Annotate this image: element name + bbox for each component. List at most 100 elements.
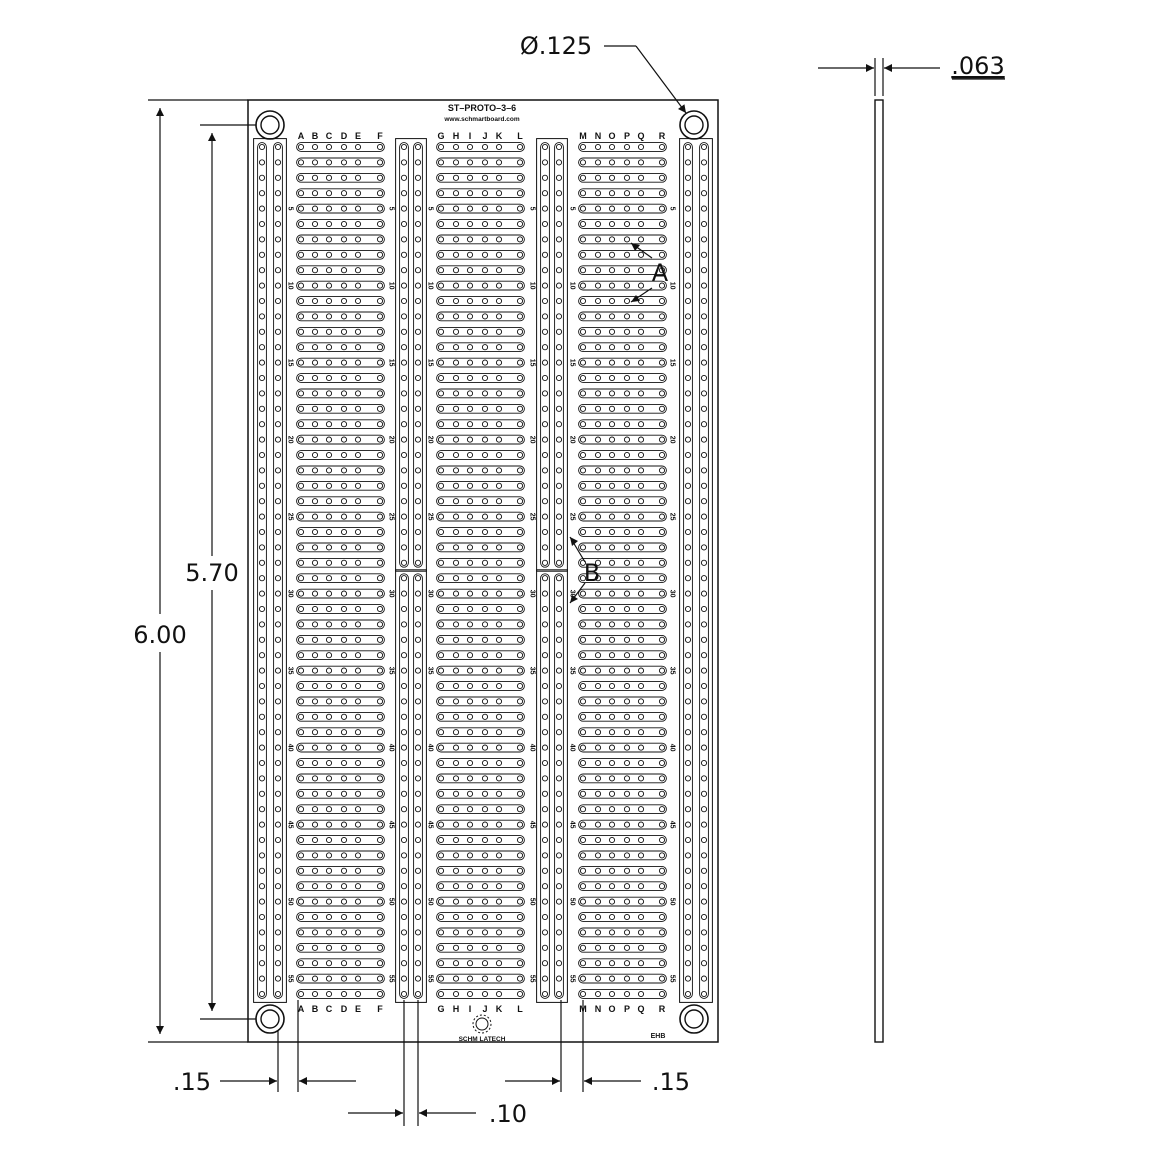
row-strip [296, 296, 385, 306]
pad [658, 451, 666, 459]
row-number: 40 [427, 744, 434, 752]
rail-pad [400, 174, 408, 181]
rail-pad [555, 405, 563, 412]
pad [297, 729, 305, 736]
pad [579, 513, 587, 520]
pad [608, 852, 616, 859]
pad [516, 852, 524, 859]
rail-pad [414, 759, 422, 767]
pad [481, 836, 489, 844]
pad [623, 528, 631, 536]
pad [325, 605, 333, 613]
row-strip [578, 804, 667, 815]
pad [297, 682, 305, 690]
pad [452, 867, 460, 874]
pad [481, 159, 489, 166]
pad [297, 236, 305, 243]
pad [466, 852, 474, 859]
pad [376, 975, 384, 982]
pad [297, 559, 305, 566]
pad [495, 621, 503, 628]
pad [340, 913, 348, 921]
pad [325, 682, 333, 690]
rail-pad [400, 790, 408, 797]
pad [623, 590, 631, 597]
rail-pad [555, 790, 563, 797]
pad [325, 205, 333, 212]
row-number: 55 [427, 975, 434, 983]
rail-pad [541, 205, 549, 212]
pad [623, 328, 631, 335]
pad [637, 682, 645, 690]
pad [340, 836, 348, 844]
pad [452, 467, 460, 474]
pad [297, 944, 305, 951]
row-strip [436, 634, 525, 645]
row-strip [578, 388, 667, 399]
rail-pad [274, 359, 282, 366]
pad [297, 174, 305, 181]
pad [452, 636, 460, 643]
pad [516, 944, 524, 951]
pad [623, 867, 631, 874]
column-letter: E [355, 1004, 361, 1014]
row-strip [436, 619, 525, 630]
pad [579, 498, 587, 505]
pad [466, 374, 474, 382]
row-strip [296, 527, 385, 537]
pad [594, 282, 602, 289]
callout-a-label: A [652, 259, 669, 287]
rail-pad [414, 960, 422, 967]
row-number: 45 [569, 821, 576, 829]
row-number: 35 [569, 667, 576, 675]
pad [466, 267, 474, 274]
pad [376, 744, 384, 751]
pad [579, 328, 587, 335]
pad [340, 528, 348, 536]
rail-pad [414, 451, 422, 459]
pad [376, 883, 384, 890]
callout-b: B [569, 536, 600, 604]
pad [495, 713, 503, 720]
pad [325, 929, 333, 936]
pad [594, 775, 602, 782]
pad [658, 159, 666, 166]
row-strip [296, 727, 385, 738]
pad [658, 806, 666, 813]
pad [658, 698, 666, 705]
rail-pad [258, 436, 266, 443]
rail-pad [684, 621, 692, 628]
rail-pad [258, 421, 266, 428]
rail-pad [258, 528, 266, 536]
pad [437, 220, 445, 228]
pad [354, 913, 362, 921]
rail-pad [555, 451, 563, 459]
pad [481, 297, 489, 305]
pad [516, 313, 524, 320]
pad [481, 482, 489, 489]
rail-pad [274, 929, 282, 936]
rail-pad [684, 744, 692, 751]
pad [311, 790, 319, 797]
row-number: 5 [388, 207, 395, 211]
pad [340, 436, 348, 443]
pad [516, 436, 524, 443]
pad [311, 652, 319, 659]
row-strip [296, 265, 385, 276]
pad [481, 344, 489, 351]
pad [658, 759, 666, 767]
pad [594, 759, 602, 767]
pad [466, 467, 474, 474]
pad [495, 929, 503, 936]
pad [376, 236, 384, 243]
pad [608, 790, 616, 797]
pad [594, 544, 602, 551]
pad [376, 528, 384, 536]
pad [437, 867, 445, 874]
row-number: 45 [529, 821, 536, 829]
row-number: 20 [669, 436, 676, 444]
pad [495, 975, 503, 982]
pad [325, 898, 333, 905]
pad [608, 913, 616, 921]
pad [516, 297, 524, 305]
